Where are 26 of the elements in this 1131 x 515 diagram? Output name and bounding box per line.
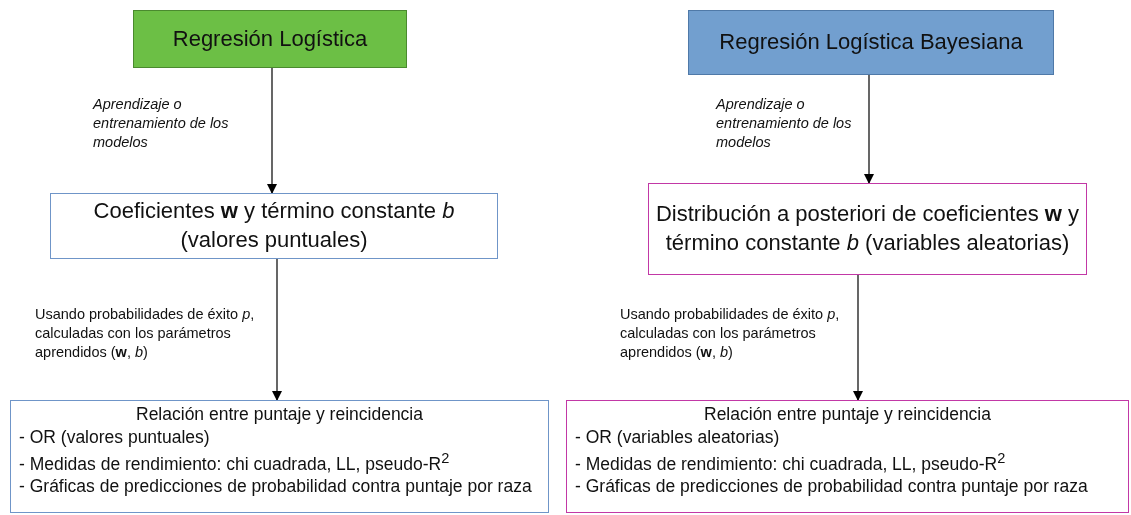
result-box bbox=[566, 400, 1129, 513]
list-item: - Medidas de rendimiento: chi cuadrada, LL, pseudo-R$^{2}$ bbox=[19, 448, 451, 476]
edge-label: Usando probabilidades de éxito p, calculadas con los parámetros aprendidos (w, b) bbox=[35, 305, 256, 362]
result-box bbox=[10, 400, 549, 513]
arrow bbox=[272, 258, 282, 401]
box-heading: Relación entre puntaje y reincidencia bbox=[135, 403, 424, 426]
node-text: Regresión Logística bbox=[172, 24, 368, 53]
arrow bbox=[853, 274, 863, 401]
process-box bbox=[50, 193, 498, 259]
arrow bbox=[864, 74, 874, 184]
edge-label: Aprendizaje o entrenamiento de los modelos bbox=[93, 95, 230, 152]
list-item: - OR (variables aleatorias) bbox=[575, 425, 781, 449]
list-item: - Gráficas de predicciones de probabilidad contra puntaje por raza bbox=[575, 475, 1089, 498]
title-box bbox=[133, 10, 407, 68]
node-text: Distribución a posteriori de coeficientes w y término constante b (variables aleatorias) bbox=[655, 200, 1080, 257]
list-item: - Medidas de rendimiento: chi cuadrada, LL, pseudo-R$^{2}$ bbox=[575, 448, 1007, 476]
node-text: Regresión Logística Bayesiana bbox=[719, 28, 1023, 57]
list-item: - Gráficas de predicciones de probabilidad contra puntaje por raza bbox=[19, 475, 533, 498]
arrow bbox=[267, 67, 277, 194]
process-box bbox=[648, 183, 1087, 275]
list-item: - OR (valores puntuales) bbox=[19, 425, 211, 449]
edge-label: Aprendizaje o entrenamiento de los modelos bbox=[716, 95, 853, 152]
title-box bbox=[688, 10, 1054, 75]
box-heading: Relación entre puntaje y reincidencia bbox=[703, 403, 992, 426]
node-text: Coeficientes w y término constante b (valores puntuales) bbox=[92, 197, 456, 254]
edge-label: Usando probabilidades de éxito p, calculadas con los parámetros aprendidos (w, b) bbox=[620, 305, 841, 362]
